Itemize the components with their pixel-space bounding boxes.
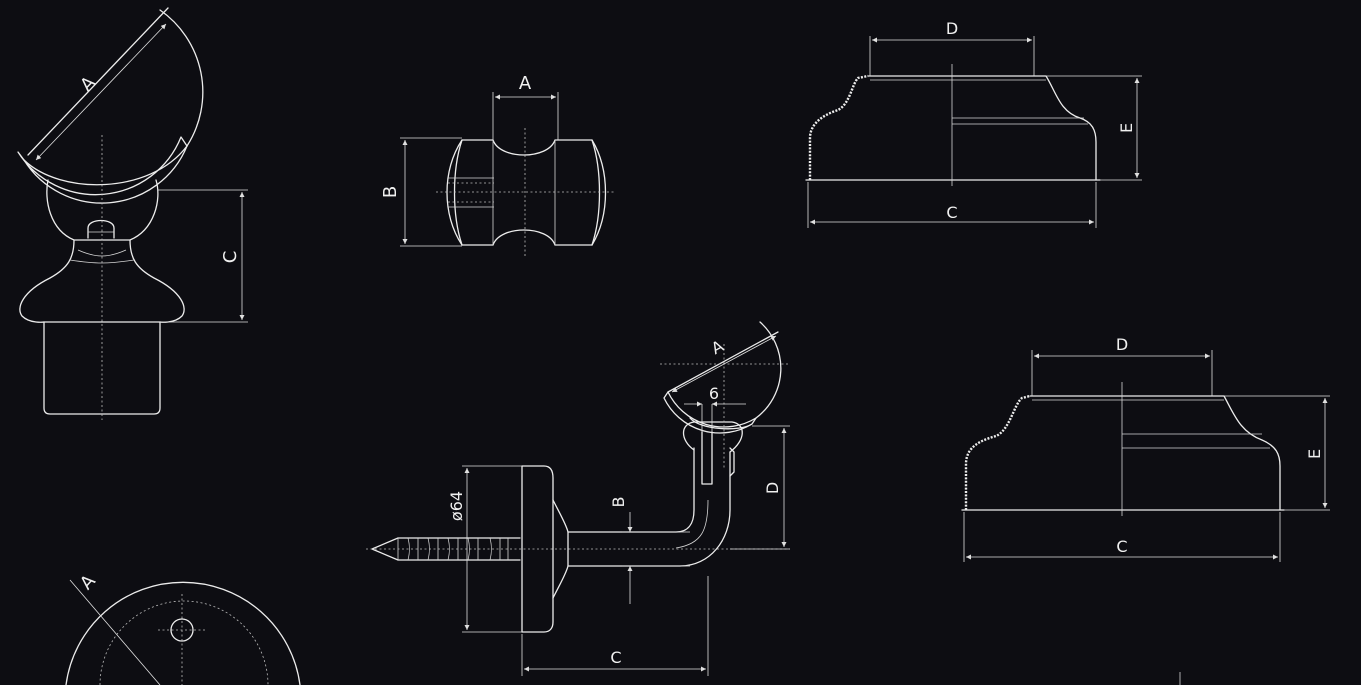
rose2-dim-e-label: E <box>1305 449 1324 459</box>
rose2-dim-c-label: C <box>1116 537 1127 556</box>
post-dim-a-label: A <box>76 72 100 96</box>
bracket-dim-d-label: D <box>763 482 782 494</box>
rose1-dim-c-label: C <box>946 203 957 222</box>
rose1-dim-d-label: D <box>946 19 958 38</box>
bracket-dim-c-label: C <box>610 648 621 667</box>
post-top-saddle-view: A C <box>17 7 248 420</box>
bracket-dim-diameter-label: ø64 <box>447 491 466 521</box>
saddle-block-view: A B <box>380 73 615 258</box>
flange-plate-view: A <box>65 570 301 685</box>
rose-cover-bottom-view: D E C <box>961 335 1330 685</box>
bracket-dim-b-label: B <box>609 497 628 508</box>
saddle-dim-b-label: B <box>380 186 401 198</box>
wall-bracket-view: A 6 ø64 B D C <box>366 321 790 676</box>
post-dim-c-label: C <box>220 251 241 264</box>
bracket-dim-6-label: 6 <box>709 384 719 403</box>
rose-cover-top-view: D E C <box>805 19 1142 228</box>
rose2-dim-d-label: D <box>1116 335 1128 354</box>
saddle-dim-a-label: A <box>519 73 532 94</box>
rose1-dim-e-label: E <box>1117 123 1136 133</box>
flange-dim-a-label: A <box>76 570 100 594</box>
